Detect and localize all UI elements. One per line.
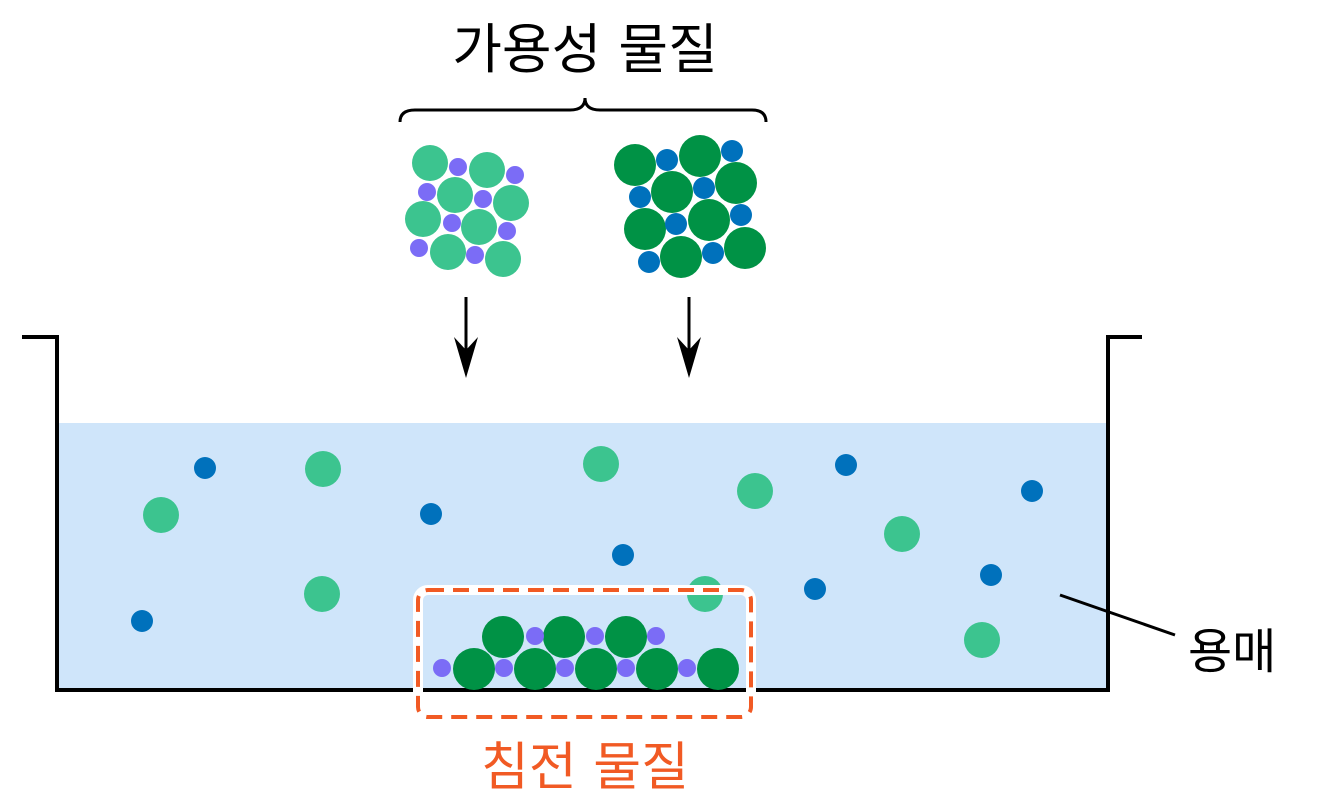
solvent-leader-line [1059,593,1176,637]
precipitate-label: 침전 물질 [481,738,689,798]
beaker [22,335,1142,692]
precipitate-particles [433,616,739,690]
solvent-label: 용매 [1188,624,1276,680]
soluble-cluster-dark [614,135,766,278]
curly-brace [398,97,768,123]
precipitate-highlight-box [413,585,756,722]
down-arrow-right [677,297,701,378]
soluble-cluster-light [405,145,529,277]
down-arrow-left [454,297,478,378]
dissolved-particles [131,446,1043,658]
title-soluble-substances: 가용성 물질 [452,18,718,81]
